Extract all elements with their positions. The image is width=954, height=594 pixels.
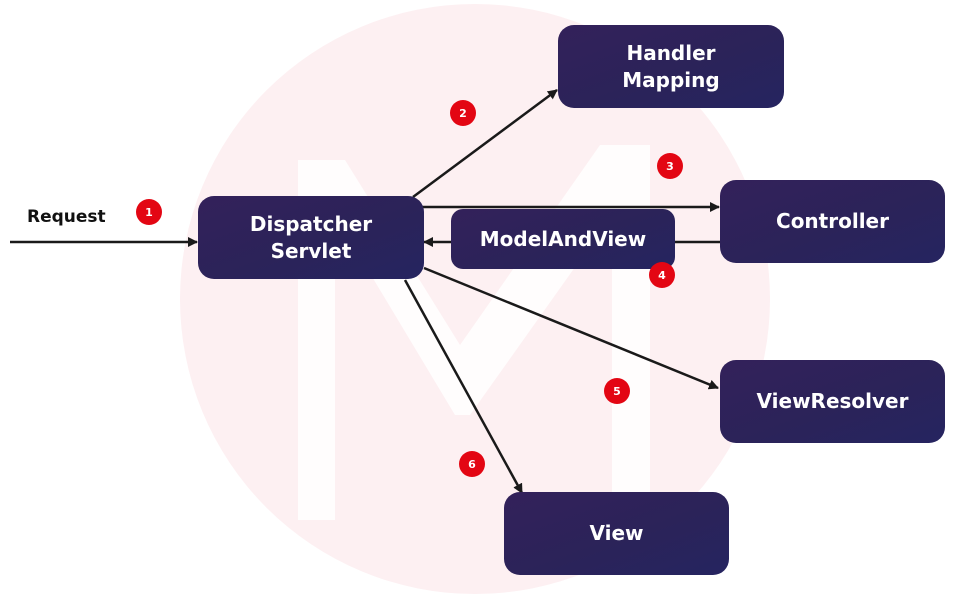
step-badge-4: 4	[649, 262, 675, 288]
node-text: View	[589, 521, 644, 545]
node-text: Dispatcher	[249, 211, 373, 236]
step-badge-5: 5	[604, 378, 630, 404]
node-text: Mapping	[622, 67, 720, 92]
step-badge-6: 6	[459, 451, 485, 477]
node-viewresolver: ViewResolver	[720, 360, 945, 443]
node-text: Controller	[776, 209, 889, 233]
arrow-to-view	[403, 279, 524, 494]
step-badge-3: 3	[657, 153, 683, 179]
node-view: View	[504, 492, 729, 575]
node-text: ModelAndView	[479, 226, 647, 251]
node-text: ViewResolver	[756, 389, 909, 413]
arrow-to-handler	[412, 88, 558, 199]
step-badge-1: 1	[136, 199, 162, 225]
node-modelandview: ModelAndView	[451, 209, 675, 269]
node-text: Handler	[626, 40, 716, 65]
arrow-to-viewresolver	[423, 266, 719, 390]
request-label: Request	[27, 207, 106, 227]
node-text: Servlet	[270, 238, 352, 263]
node-controller: Controller	[720, 180, 945, 263]
step-badge-2: 2	[450, 100, 476, 126]
